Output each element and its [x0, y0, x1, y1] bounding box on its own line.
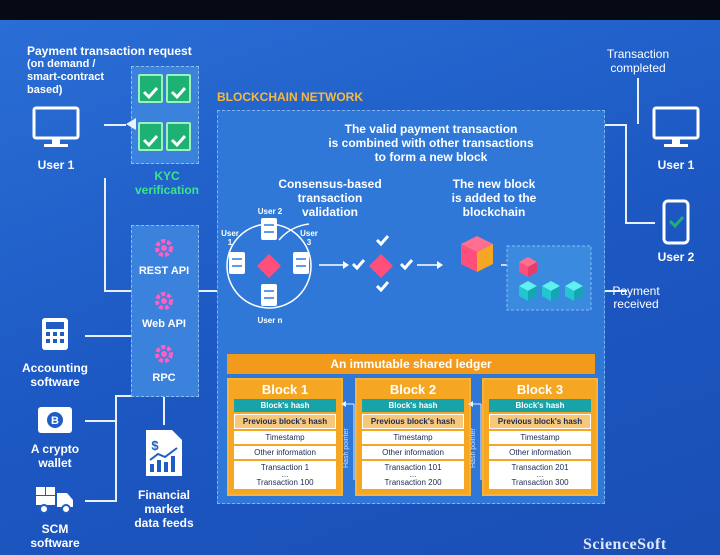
previous-hash: Previous block's hash: [234, 414, 336, 429]
rpc-label: RPC: [152, 372, 176, 384]
tx-first: Transaction 1: [260, 463, 310, 472]
wallet-icon: B: [38, 407, 72, 433]
ledger-title: An immutable shared ledger: [227, 354, 595, 374]
block-title: Block 3: [516, 382, 564, 397]
node-usern-label: User n: [257, 316, 283, 325]
kyc-server-icon: [138, 122, 163, 151]
connector: [163, 395, 165, 425]
tx-dots: ...: [536, 470, 544, 479]
document-chart-icon: $: [146, 430, 182, 476]
gear-icon: [155, 345, 173, 363]
gear-icon: [155, 292, 173, 310]
tx-last: Transaction 200: [384, 478, 442, 487]
truck-icon: [36, 487, 73, 514]
tx-dots: ...: [409, 470, 417, 479]
payment-received-label: Payment received: [612, 284, 660, 311]
connector: [603, 290, 627, 292]
other-info: Other information: [362, 446, 464, 459]
block-title: Block 1: [261, 382, 309, 397]
kyc-server-icon: [138, 74, 163, 103]
block-hash: Block's hash: [489, 399, 591, 412]
gear-icon: [155, 239, 173, 257]
accounting-software-label: Accounting software: [22, 361, 88, 389]
kyc-check-icons: [142, 87, 187, 148]
top-bar: [0, 0, 720, 20]
network-title: BLOCKCHAIN NETWORK: [217, 90, 363, 104]
node-user2-label: User 2: [257, 207, 283, 216]
api-box: [131, 225, 199, 397]
other-info: Other information: [234, 446, 336, 459]
transactions: Transaction 1 ... Transaction 100: [234, 461, 336, 489]
connector: [104, 124, 126, 126]
tx-dots: ...: [281, 470, 289, 479]
transactions: Transaction 201 ... Transaction 300: [489, 461, 591, 489]
timestamp: Timestamp: [362, 431, 464, 444]
connector: [115, 395, 117, 500]
hash-pointer-arrow: [468, 401, 482, 480]
block-card: Block 1 Block's hash Previous block's ha…: [227, 378, 343, 496]
connector: [603, 124, 625, 126]
kyc-label: KYC verification: [134, 169, 200, 197]
rest-api-label: REST API: [138, 265, 190, 277]
monitor-icon: [652, 106, 700, 147]
svg-text:B: B: [51, 415, 59, 427]
previous-hash: Previous block's hash: [489, 414, 591, 429]
block-card: Block 3 Block's hash Previous block's ha…: [482, 378, 598, 496]
connector: [104, 178, 106, 290]
kyc-server-icon: [166, 122, 191, 151]
connector: [85, 500, 117, 502]
crypto-wallet-label: A crypto wallet: [30, 442, 80, 470]
block-added-text: The new block is added to the blockchain: [451, 177, 537, 219]
tx-last: Transaction 300: [511, 478, 569, 487]
block-title: Block 2: [389, 382, 437, 397]
sciencesoft-logo: ScienceSoft: [583, 536, 667, 553]
right-user2-label: User 2: [657, 250, 695, 264]
tx-first: Transaction 201: [511, 463, 569, 472]
calculator-icon: [42, 318, 68, 350]
node-user3-label: User 3: [300, 229, 318, 247]
connector: [637, 78, 639, 124]
tx-last: Transaction 100: [256, 478, 314, 487]
connector: [115, 395, 131, 397]
payment-request-sub: (on demand / smart-contract based): [27, 58, 105, 96]
payment-request-title: Payment transaction request: [27, 44, 192, 58]
transactions: Transaction 101 ... Transaction 200: [362, 461, 464, 489]
block-hash: Block's hash: [362, 399, 464, 412]
consensus-text: Consensus-based transaction validation: [278, 177, 382, 219]
consensus-graphic: [226, 218, 592, 311]
monitor-icon: [32, 106, 80, 147]
arrow-left-icon: [126, 118, 136, 130]
tx-first: Transaction 101: [384, 463, 442, 472]
hash-pointer-arrow: [341, 401, 355, 480]
node-user1-label: User 1: [221, 229, 239, 247]
other-info: Other information: [489, 446, 591, 459]
kyc-server-icon: [166, 74, 191, 103]
block-hash: Block's hash: [234, 399, 336, 412]
web-api-label: Web API: [141, 318, 186, 330]
svg-text:$: $: [151, 438, 159, 453]
connector: [85, 420, 115, 422]
financial-feeds-label: Financial market data feeds: [134, 488, 194, 530]
timestamp: Timestamp: [234, 431, 336, 444]
block-card: Block 2 Block's hash Previous block's ha…: [355, 378, 471, 496]
scm-software-label: SCM software: [30, 522, 80, 550]
connector: [625, 222, 655, 224]
combined-text: The valid payment transaction is combine…: [328, 122, 534, 164]
connector: [625, 124, 627, 222]
connector: [85, 335, 131, 337]
left-user1-label: User 1: [37, 158, 75, 172]
timestamp: Timestamp: [489, 431, 591, 444]
previous-hash: Previous block's hash: [362, 414, 464, 429]
right-user1-label: User 1: [657, 158, 695, 172]
smartphone-icon: [662, 199, 690, 245]
transaction-completed-label: Transaction completed: [606, 47, 670, 75]
